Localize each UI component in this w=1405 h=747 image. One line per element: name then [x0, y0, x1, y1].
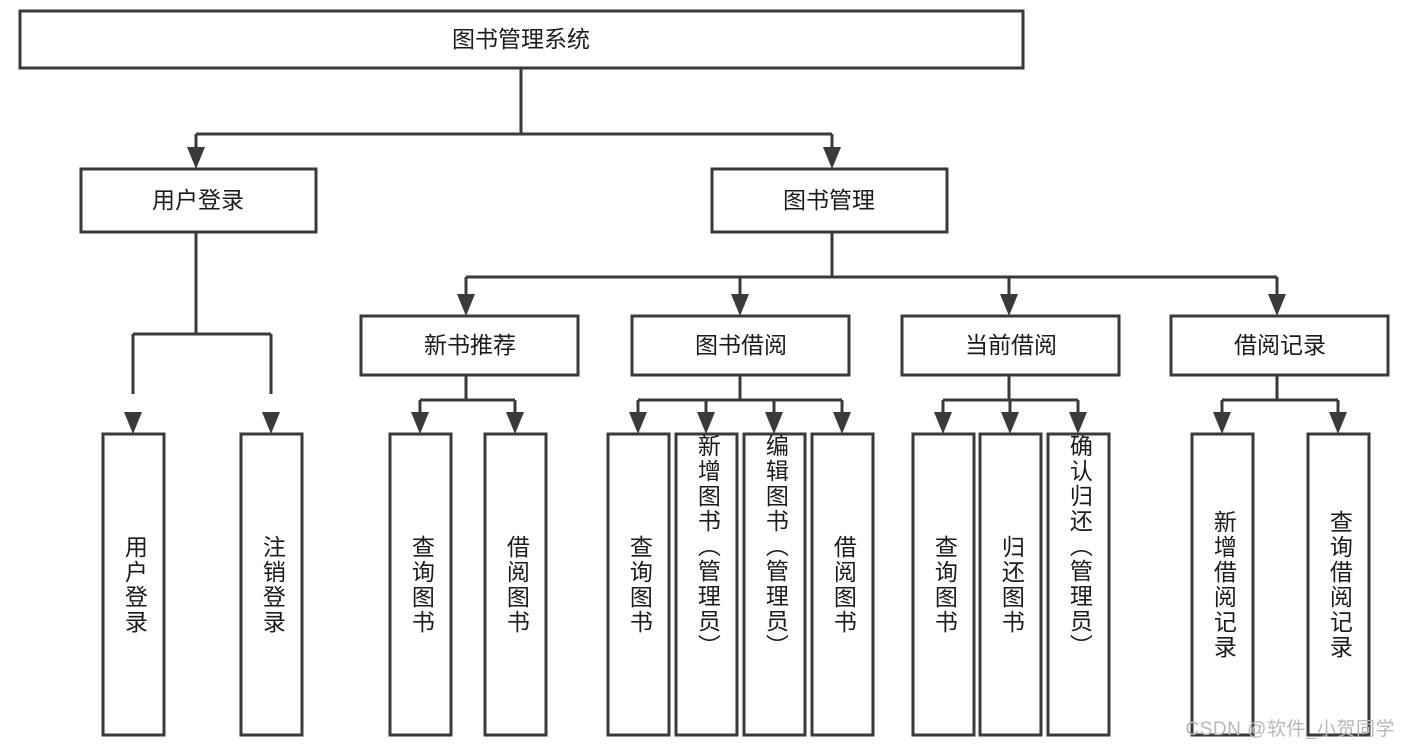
node-book-borrow[interactable]: 图书借阅 — [630, 314, 851, 377]
connector-book-manage-to-level3 — [464, 232, 1279, 295]
node-leaf-add-record[interactable] — [1190, 432, 1255, 737]
arrow-to-current-borrow — [1000, 294, 1018, 316]
arrow-to-leaf-add-record — [1213, 412, 1231, 434]
node-leaf-confirm-return[interactable] — [1046, 432, 1111, 737]
arrow-to-borrow-record — [1268, 294, 1286, 316]
node-leaf-borrow-book-2[interactable] — [810, 432, 875, 737]
connector-root-to-level2 — [194, 68, 834, 148]
arrow-to-leaf-query-book-2 — [629, 412, 647, 434]
arrow-to-leaf-borrow-book-2 — [833, 412, 851, 434]
node-leaf-user-login[interactable] — [101, 432, 166, 737]
node-current-borrow[interactable]: 当前借阅 — [900, 314, 1121, 377]
node-current-borrow-label: 当前借阅 — [965, 332, 1057, 358]
node-root-label: 图书管理系统 — [452, 26, 590, 52]
arrow-to-leaf-user-login — [124, 412, 142, 434]
node-leaf-query-book-2[interactable] — [606, 432, 671, 737]
node-leaf-query-book-3[interactable] — [911, 432, 976, 737]
connector-current-borrow-to-leaves — [941, 375, 1080, 412]
node-leaf-add-book[interactable] — [674, 432, 739, 737]
connector-borrow-record-to-leaves — [1220, 375, 1340, 412]
arrow-to-leaf-return-book — [1001, 412, 1019, 434]
arrow-to-leaf-query-record — [1329, 412, 1347, 434]
node-book-borrow-label: 图书借阅 — [695, 332, 787, 358]
node-user-login-label: 用户登录 — [152, 187, 244, 213]
arrow-to-leaf-edit-book — [765, 412, 783, 434]
arrow-to-leaf-query-book-1 — [411, 412, 429, 434]
arrow-to-book-manage — [823, 147, 841, 169]
arrow-to-leaf-add-book — [697, 412, 715, 434]
arrow-to-leaf-borrow-book-1 — [506, 412, 524, 434]
node-borrow-record[interactable]: 借阅记录 — [1169, 314, 1390, 377]
connector-new-book-recommend-to-leaves — [418, 375, 517, 412]
node-book-manage-label: 图书管理 — [783, 187, 875, 213]
arrow-to-book-borrow — [731, 294, 749, 316]
connector-user-login-to-leaves — [131, 232, 273, 394]
csdn-watermark: CSDN @软件_小贺同学 — [1185, 719, 1395, 740]
node-leaf-query-record[interactable] — [1306, 432, 1371, 737]
node-root-book-management-system[interactable]: 图书管理系统 — [18, 9, 1025, 70]
node-user-login[interactable]: 用户登录 — [79, 167, 318, 234]
arrow-to-leaf-logout-login — [262, 412, 280, 434]
arrow-to-new-book-recommend — [457, 294, 475, 316]
node-leaf-borrow-book-1[interactable] — [483, 432, 548, 737]
arrow-to-leaf-confirm-return — [1069, 412, 1087, 434]
node-leaf-edit-book[interactable] — [742, 432, 807, 737]
node-leaf-query-book-1[interactable] — [388, 432, 453, 737]
node-new-book-recommend[interactable]: 新书推荐 — [359, 314, 580, 377]
node-new-book-recommend-label: 新书推荐 — [424, 332, 516, 358]
node-book-manage[interactable]: 图书管理 — [710, 167, 949, 234]
node-borrow-record-label: 借阅记录 — [1234, 332, 1326, 358]
node-leaf-logout-login[interactable] — [239, 432, 304, 737]
arrow-to-user-login — [187, 147, 205, 169]
arrow-to-leaf-query-book-3 — [934, 412, 952, 434]
node-leaf-return-book[interactable] — [978, 432, 1043, 737]
connector-book-borrow-to-leaves — [636, 375, 844, 412]
